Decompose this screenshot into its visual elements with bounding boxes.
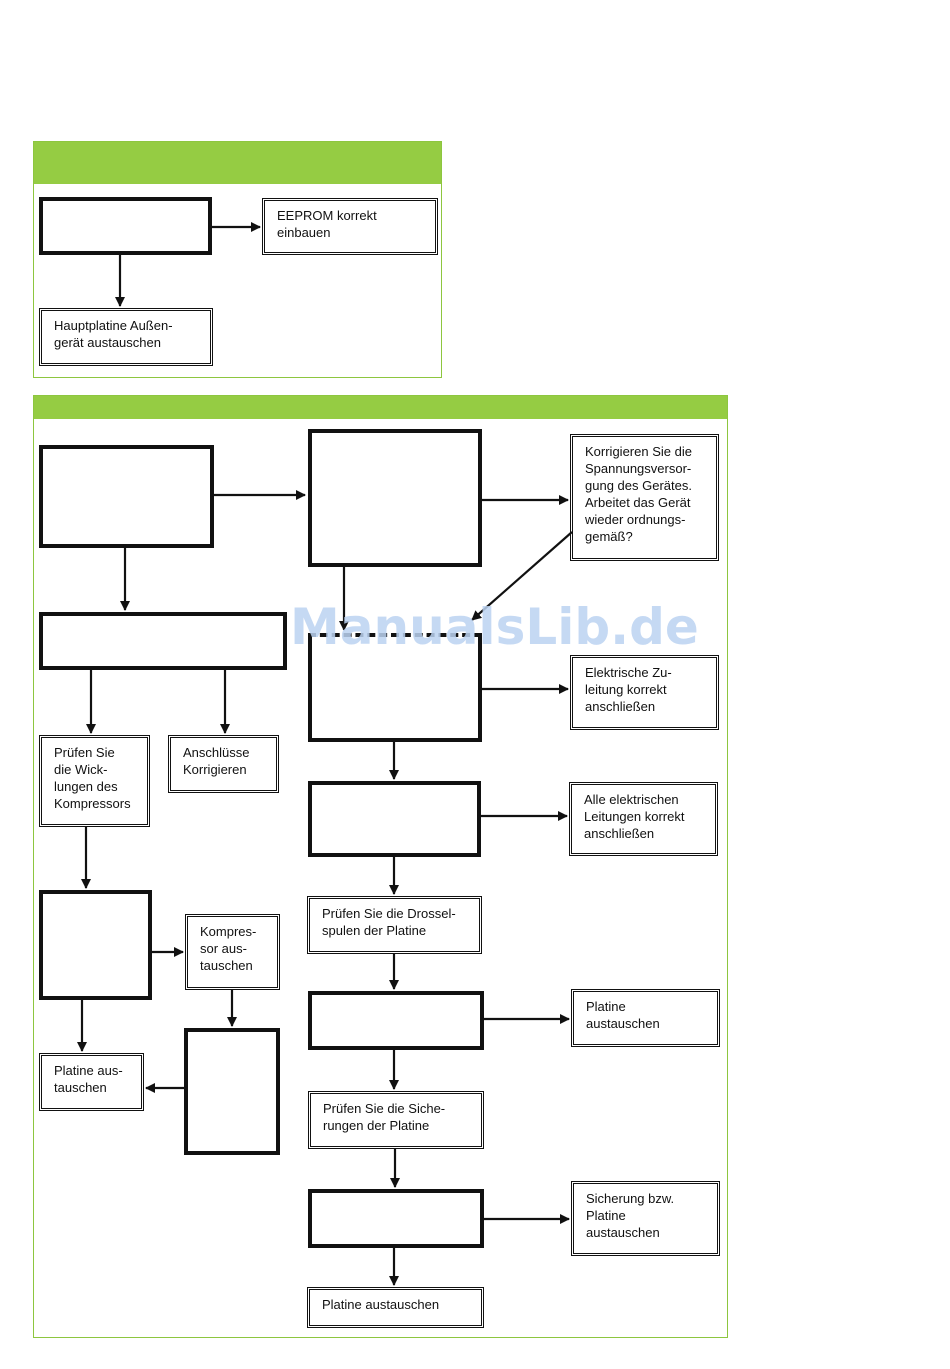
connect-supply-line-box: Elektrische Zu- leitung korrekt anschlie… (570, 655, 719, 730)
chokes-decision-box (308, 991, 484, 1050)
correct-power-supply-box: Korrigieren Sie die Spannungsversor- gun… (570, 434, 719, 561)
replace-main-board-box: Hauptplatine Außen- gerät austauschen (39, 308, 213, 366)
compressor-decision-box (39, 612, 287, 670)
replace-board-left-box: Platine aus- tauschen (39, 1053, 144, 1111)
section-2-header (34, 396, 727, 419)
eeprom-decision-box (39, 197, 212, 255)
supply-decision-box (308, 633, 482, 742)
arrow-power-back (471, 531, 573, 621)
start-decision-box (39, 445, 214, 548)
fuses-decision-box (308, 1189, 484, 1248)
eeprom-install-box: EEPROM korrekt einbauen (262, 198, 438, 255)
watermark: ManualsLib.de (290, 598, 699, 656)
replace-board-final-box: Platine austauschen (307, 1287, 484, 1328)
connect-all-lines-box: Alle elektrischen Leitungen korrekt ansc… (569, 782, 718, 856)
voltage-decision-box (308, 429, 482, 567)
check-fuses-box: Prüfen Sie die Siche- rungen der Platine (308, 1091, 484, 1149)
correct-connections-box: Anschlüsse Korrigieren (168, 735, 279, 793)
check-chokes-box: Prüfen Sie die Drossel- spulen der Plati… (307, 896, 482, 954)
compressor-check-decision-box (184, 1028, 280, 1155)
replace-board-1-box: Platine austauschen (571, 989, 720, 1047)
check-windings-box: Prüfen Sie die Wick- lungen des Kompress… (39, 735, 150, 827)
replace-fuse-or-board-box: Sicherung bzw. Platine austauschen (571, 1181, 720, 1256)
windings-decision-box (39, 890, 152, 1000)
replace-compressor-box: Kompres- sor aus- tauschen (185, 914, 280, 990)
wiring-decision-box (308, 781, 481, 857)
section-1-header (34, 142, 441, 184)
